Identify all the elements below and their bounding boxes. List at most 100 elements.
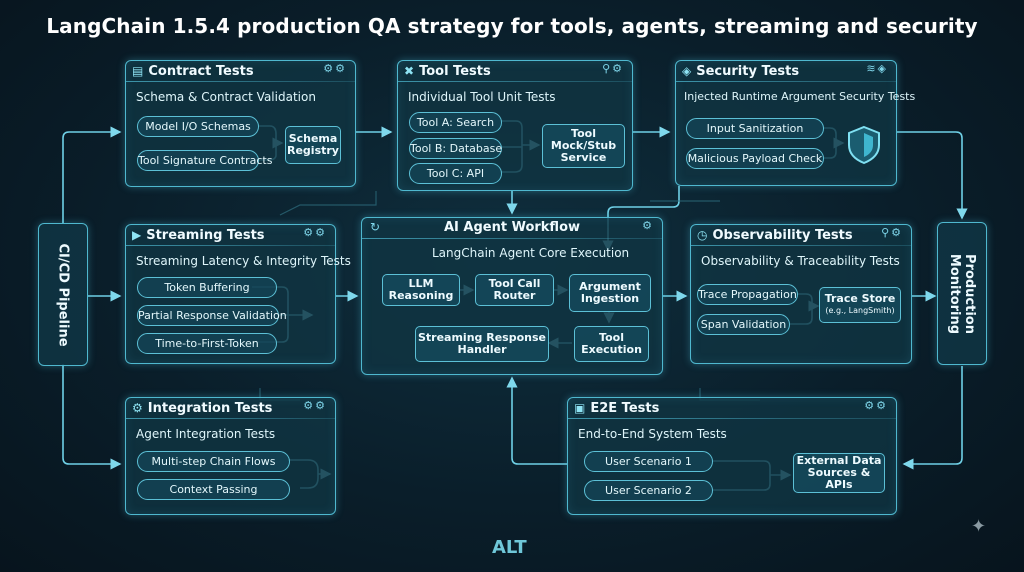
llm-line2: Reasoning <box>388 289 454 302</box>
e2e-tests-header: ▣ E2E Tests <box>574 398 659 418</box>
router-line1: Tool Call <box>488 277 541 290</box>
trace-store-line2: (e.g., LangSmith) <box>825 306 895 315</box>
pill-user-scenario-2: User Scenario 2 <box>584 480 713 501</box>
execution-line2: Execution <box>581 343 642 356</box>
production-label-line1: Production <box>962 253 977 334</box>
llm-reasoning[interactable]: LLM Reasoning <box>382 274 460 306</box>
pill-tool-signature-contracts: Tool Signature Contracts <box>137 150 272 171</box>
page-title: LangChain 1.5.4 production QA strategy f… <box>46 14 978 38</box>
search-gear-icons: ⚲⚙ <box>881 226 903 239</box>
pill-input-sanitization: Input Sanitization <box>686 118 824 139</box>
pill-context-passing: Context Passing <box>137 479 290 500</box>
integration-subtitle: Agent Integration Tests <box>136 427 276 441</box>
wrench-icon: ✖ <box>404 64 415 78</box>
tool-tests-panel: ✖ Tool Tests ⚲⚙ Individual Tool Unit Test… <box>397 60 633 191</box>
ci-cd-label: CI/CD Pipeline <box>55 242 71 347</box>
settings-icons: ⚙⚙ <box>323 62 347 75</box>
alt-watermark: ALT <box>492 537 527 558</box>
pill-multi-step-chain-flows: Multi-step Chain Flows <box>137 451 290 472</box>
terminal-icon: ▣ <box>574 401 586 415</box>
security-tests-header: ◈ Security Tests <box>682 61 799 81</box>
tool-subtitle: Individual Tool Unit Tests <box>408 90 556 104</box>
security-subtitle: Injected Runtime Argument Security Tests <box>684 90 916 103</box>
contract-tests-title: Contract Tests <box>148 64 254 79</box>
pill-span-validation: Span Validation <box>697 314 790 335</box>
production-monitoring-label: Production Monitoring <box>947 253 977 333</box>
pill-malicious-payload-check: Malicious Payload Check <box>686 148 824 169</box>
tool-mock-stub-service: Tool Mock/Stub Service <box>542 124 625 168</box>
observability-tests-title: Observability Tests <box>712 228 853 243</box>
settings-icons: ⚙⚙ <box>303 226 327 239</box>
contract-tests-panel: ▤ Contract Tests ⚙⚙ Schema & Contract Val… <box>125 60 356 187</box>
mock-line2: Mock/Stub <box>550 139 617 152</box>
document-icon: ▤ <box>132 64 144 78</box>
agent-title: AI Agent Workflow <box>443 220 581 235</box>
observability-subtitle: Observability & Traceability Tests <box>701 254 900 268</box>
mock-line3: Service <box>560 151 607 164</box>
pill-model-io-schemas: Model I/O Schemas <box>137 116 259 137</box>
pill-partial-response-validation: Partial Response Validation <box>137 305 287 326</box>
trace-store-line1: Trace Store <box>824 292 896 305</box>
integration-icon: ⚙ <box>132 401 143 415</box>
streaming-response-handler[interactable]: Streaming Response Handler <box>415 326 549 362</box>
stream-icon: ▶ <box>132 228 142 242</box>
schema-registry-line2: Registry <box>287 144 339 157</box>
production-monitoring: Production Monitoring <box>937 222 987 365</box>
agent-subtitle: LangChain Agent Core Execution <box>432 246 630 260</box>
pill-trace-propagation: Trace Propagation <box>697 284 798 305</box>
tool-call-router[interactable]: Tool Call Router <box>475 274 554 306</box>
search-gear-icons: ⚲⚙ <box>602 62 624 75</box>
external-line2: Sources & APIs <box>807 466 871 491</box>
shield-icon-large <box>848 125 880 165</box>
tool-tests-title: Tool Tests <box>419 64 491 79</box>
streaming-subtitle: Streaming Latency & Integrity Tests <box>136 254 351 268</box>
tool-tests-header: ✖ Tool Tests <box>404 61 491 81</box>
production-label-line2: Monitoring <box>947 253 962 334</box>
sparkle-icon: ✦ <box>971 516 987 537</box>
pill-tool-b-database: Tool B: Database <box>409 138 502 159</box>
pill-tool-c-api: Tool C: API <box>409 163 502 184</box>
schema-registry: Schema Registry <box>285 126 341 164</box>
tool-execution[interactable]: Tool Execution <box>574 326 649 362</box>
external-line1: External Data <box>796 454 882 467</box>
e2e-tests-title: E2E Tests <box>590 401 660 416</box>
execution-line1: Tool <box>599 331 624 344</box>
clock-icon: ◷ <box>697 228 708 242</box>
pill-user-scenario-1: User Scenario 1 <box>584 451 713 472</box>
llm-line1: LLM <box>408 277 434 290</box>
ingestion-line2: Ingestion <box>580 292 640 305</box>
observability-tests-panel: ◷ Observability Tests ⚲⚙ Observability & … <box>690 224 912 364</box>
schema-registry-line1: Schema <box>288 132 338 145</box>
handler-line2: Handler <box>457 343 507 356</box>
integration-tests-title: Integration Tests <box>147 401 273 416</box>
layers-shield-icons: ≋◈ <box>866 62 888 75</box>
agent-header: AI Agent Workflow <box>362 218 662 238</box>
integration-tests-panel: ⚙Integration Tests ⚙⚙ Agent Integration … <box>125 397 336 515</box>
integration-tests-header: ⚙ Integration Tests <box>132 398 272 418</box>
pill-tool-a-search: Tool A: Search <box>409 112 502 133</box>
security-tests-title: Security Tests <box>696 64 800 79</box>
mock-line1: Tool <box>571 127 596 140</box>
pill-time-to-first-token: Time-to-First-Token <box>137 333 277 354</box>
router-line2: Router <box>493 289 536 302</box>
settings-icon: ⚙ <box>642 219 654 232</box>
ingestion-line1: Argument <box>579 280 641 293</box>
trace-store: Trace Store (e.g., LangSmith) <box>819 287 901 323</box>
contract-subtitle: Schema & Contract Validation <box>136 90 316 104</box>
ci-cd-pipeline: CI/CD Pipeline <box>38 223 88 366</box>
settings-icons: ⚙⚙ <box>864 399 888 412</box>
shield-icon: ◈ <box>682 64 692 78</box>
streaming-tests-title: Streaming Tests <box>146 228 265 243</box>
security-tests-panel: ◈ Security Tests ≋◈ Injected Runtime Argu… <box>675 60 915 186</box>
ai-agent-workflow-panel: AI Agent Workflow ⚙ ↻ LangChain Agent Co… <box>361 217 663 375</box>
streaming-tests-panel: ▶ Streaming Tests ⚙⚙ Streaming Latency & … <box>125 224 351 364</box>
agent-loop-icon: ↻ <box>370 220 381 234</box>
e2e-subtitle: End-to-End System Tests <box>578 427 727 441</box>
observability-tests-header: ◷ Observability Tests <box>697 225 853 245</box>
e2e-tests-panel: ▣ E2E Tests ⚙⚙ End-to-End System Tests Us… <box>567 397 897 515</box>
pill-token-buffering: Token Buffering <box>137 277 277 298</box>
external-data-sources: External Data Sources & APIs <box>793 453 885 493</box>
streaming-tests-header: ▶ Streaming Tests <box>132 225 265 245</box>
argument-ingestion[interactable]: Argument Ingestion <box>569 274 651 312</box>
handler-line1: Streaming Response <box>417 331 546 344</box>
